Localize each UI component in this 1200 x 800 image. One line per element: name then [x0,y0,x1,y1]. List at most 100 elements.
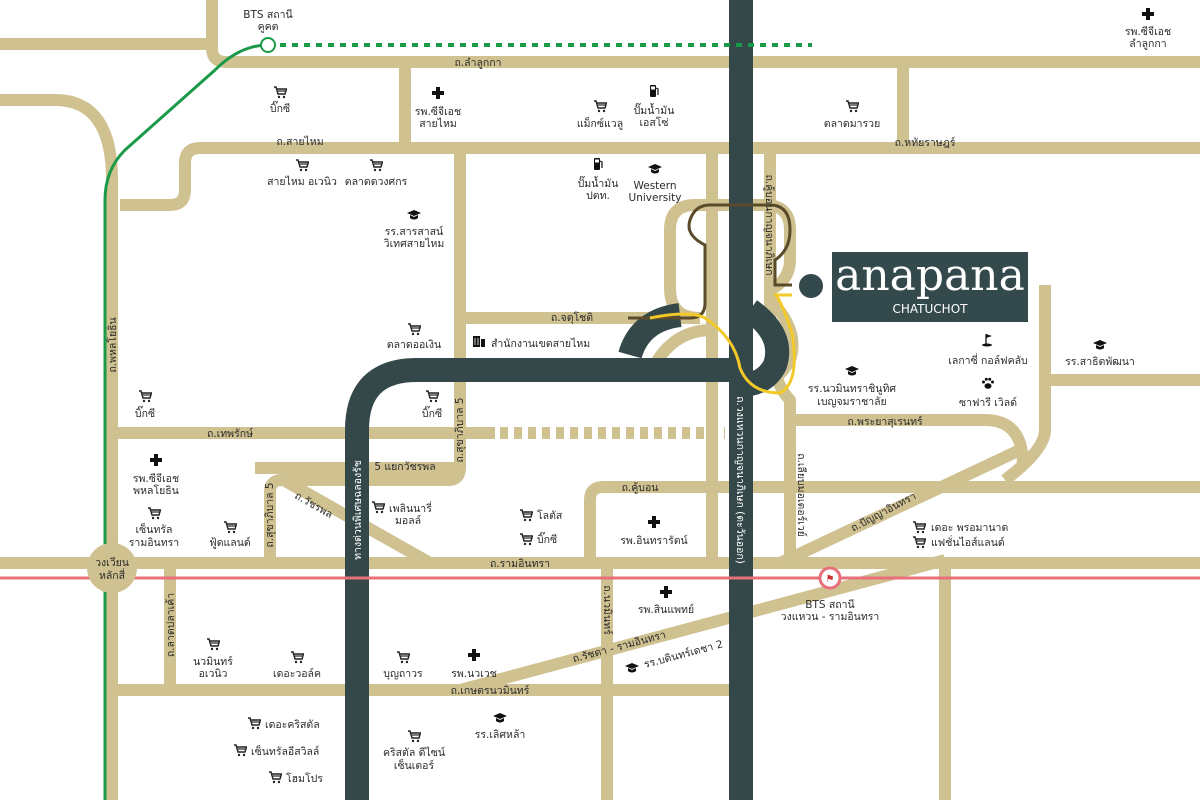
brand-subtitle: CHATUCHOT [893,302,969,316]
poi-label: มอลล์ [395,514,421,527]
poi-label: รพ.ซีจีเอช [415,105,461,118]
road-label: ถ.สายไหม [276,135,323,148]
station-wongwaen-marker[interactable] [818,566,842,590]
lak-si-label-2: หลักสี่ [99,568,126,582]
shopping-cart-icon [912,536,926,549]
poi-label: บิ๊กซี [537,531,557,546]
poi-label: รพ.นวเวช [451,668,497,680]
poi-label: แม็กซ์แวลู [577,116,623,130]
poi-label: เดอะ พรอมานาด [931,522,1008,534]
poi-label: โลตัส [537,509,563,522]
hospital-icon [648,516,660,528]
poi-label: เดอะวอล์ค [273,667,321,680]
poi-label: รพ.ซีจีเอช [1125,25,1171,38]
station-khu-khot-marker[interactable] [260,37,276,53]
poi-label: เบญจมราชาลัย [817,396,886,408]
road-label: ถ.คู้บอน [622,482,659,494]
poi-label: บิ๊กซี [270,100,290,115]
poi-label: ปั๊มน้ำมัน [578,175,619,190]
shopping-cart-icon [369,159,383,172]
poi-label: โฮมโปร [286,772,323,785]
poi-label: เซ็นทรัลอีสวิลล์ [251,744,319,758]
poi-label: เซ็นเตอร์ [394,758,435,772]
poi-label: สายไหม [419,117,457,130]
poi-label: รพ.สินแพทย์ [638,603,694,616]
lak-si-label: วงเวียน [95,556,129,569]
hospital-icon [432,87,444,99]
poi-label: ตลาดมารวย [824,118,880,130]
road-label: ถ.เลียบมอเตอร์เวย์ [795,453,808,537]
poi-label: บุญถาวร [383,668,423,680]
shopping-cart-icon [845,100,859,113]
road-label: ถ.หทัยราษฎร์ [895,136,956,149]
project-logo[interactable]: anapana CHATUCHOT [832,250,1028,322]
project-location-marker[interactable] [799,274,823,298]
route-brown [628,203,792,320]
shopping-cart-icon [425,390,439,403]
fuel-icon [593,157,603,171]
poi-label: วิเทศสายไหม [384,237,445,250]
poi-label: เซ็นทรัล [136,522,173,536]
building-icon [472,335,486,348]
road-label: ถ.พระยาสุเรนทร์ [847,415,923,428]
shopping-cart-icon [273,86,287,99]
station-wongwaen-icon: ⚑ [826,574,835,585]
poi-label: ปตท. [586,190,610,202]
points-of-interest: รพ.ซีจีเอช ลำลูกกา บิ๊กซี รพ.ซีจีเอช สาย… [129,8,1171,785]
road-label: ถ.จตุโชติ [551,311,593,324]
poi-label: รร.สารสาสน์ [385,225,444,238]
hospital-icon [1142,8,1154,20]
road-label: ถ.สุขาภิบาล 5 [264,482,276,547]
poi-label: นวมินทร์ [193,655,233,668]
shopping-cart-icon [519,509,533,522]
poi-label: อเวนิว [199,668,228,680]
brand-name: anapana [835,250,1025,301]
road-label: ถ.ปัญญาอินทรา [849,490,918,534]
shopping-cart-icon [147,507,161,520]
logo-background [832,252,1028,322]
shopping-cart-icon [371,501,385,514]
shopping-cart-icon [247,717,261,730]
paw-icon [982,377,994,389]
poi-label: คริสตัล ดีไซน์ [383,746,445,759]
road-label: ถ.ลาดปลาเค้า [165,593,177,657]
shopping-cart-icon [912,521,926,534]
poi-label: ซาฟารี เวิลด์ [959,396,1017,409]
route-yellow [649,293,796,395]
school-icon [625,663,639,673]
shopping-cart-icon [138,390,152,403]
shopping-cart-icon [290,651,304,664]
poi-label: ตลาดออเงิน [387,339,441,351]
school-icon [407,210,421,220]
road-label: ถ.วงแหวนกาญจนาภิเษก (ตะวันออก) [734,396,746,564]
shopping-cart-icon [223,521,237,534]
road-label: ถ.เทพรักษ์ [207,427,253,440]
school-icon [648,164,662,174]
poi-label: ตลาดดวงศกร [345,176,408,188]
station-khu-khot-label: คูคต [258,21,279,33]
poi-label: บิ๊กซี [135,405,155,420]
poi-label: เลกาซี่ กอล์ฟคลับ [948,353,1027,367]
station-khu-khot-label: BTS สถานี [243,8,292,21]
road-label: ถ.ลำลูกกา [454,57,501,69]
expressways [345,0,790,800]
shopping-cart-icon [396,651,410,664]
shopping-cart-icon [295,159,309,172]
poi-label: ลำลูกกา [1129,38,1166,50]
poi-label: รพ.ซีจีเอช [133,472,179,485]
poi-label: บิ๊กซี [422,405,442,420]
poi-label: รร.นวมินทราชินูทิศ [808,383,896,395]
station-wongwaen-label: วงแหวน - รามอินทรา [781,611,880,623]
golf-icon [981,333,993,347]
hospital-icon [468,649,480,661]
hospital-icon [660,586,672,598]
school-icon [493,713,507,723]
road-label: ถ.คู้บอนกาญจนาภิเษก [763,174,775,275]
school-icon [845,366,859,376]
poi-label: รร.สาธิตพัฒนา [1065,356,1135,368]
poi-label: รร.เลิศหล้า [475,729,526,741]
poi-label: เอสโซ่ [639,116,668,129]
poi-label: เพลินนารี่ [389,501,432,515]
